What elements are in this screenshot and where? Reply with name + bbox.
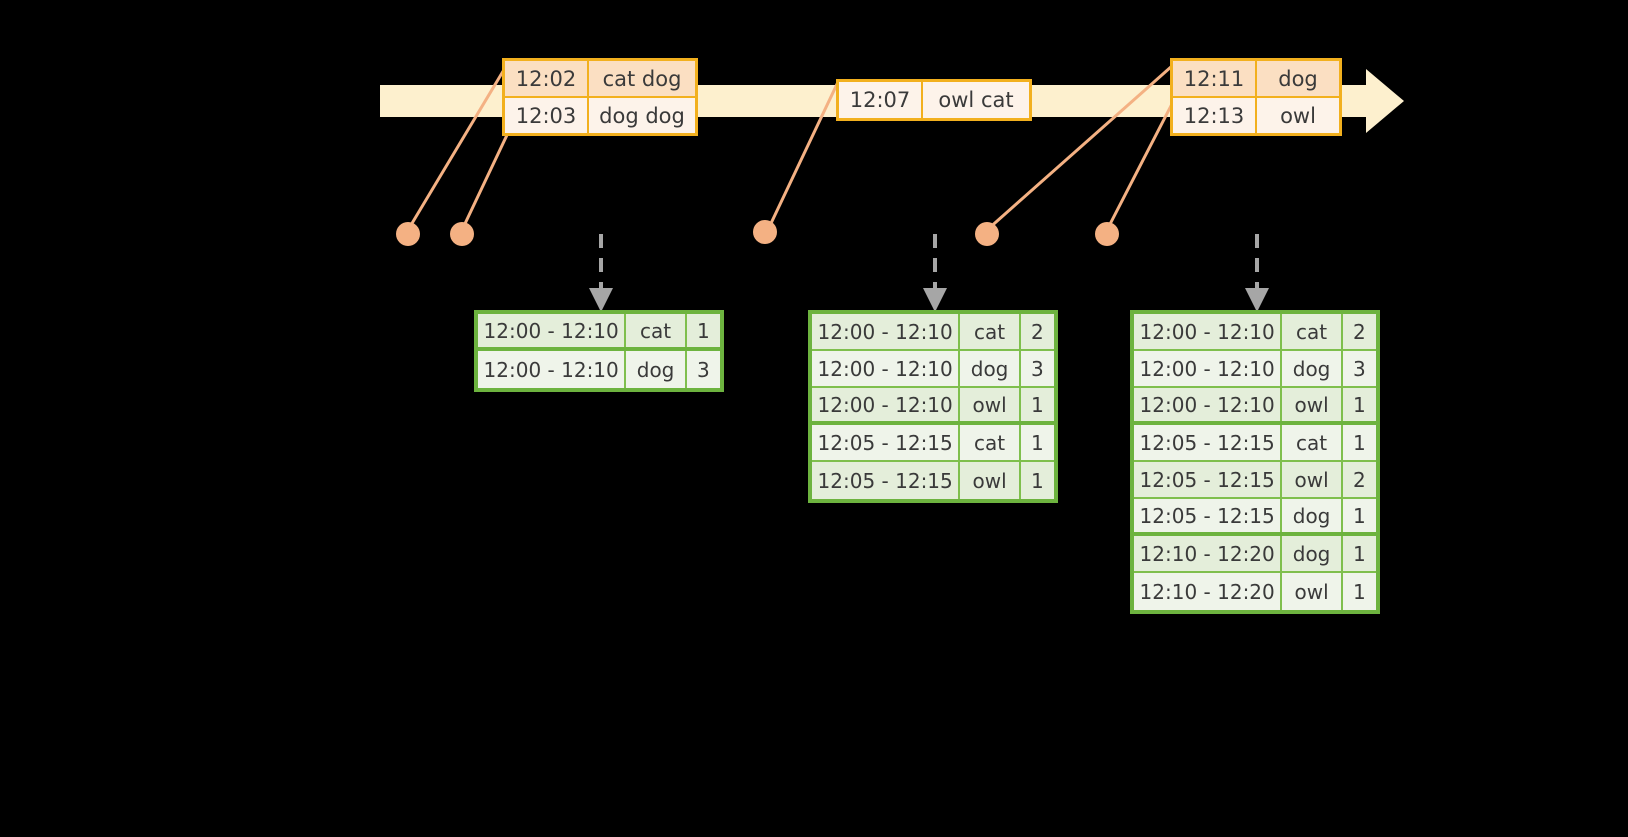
emit-arrow-3	[1245, 234, 1269, 312]
event-words: dog dog	[589, 98, 695, 133]
key-cell: dog	[626, 351, 687, 388]
event-box-3: 12:11 dog 12:13 owl	[1170, 58, 1342, 136]
window-cell: 12:10 - 12:20	[1134, 573, 1283, 610]
table-row: 12:10 - 12:20 owl 1	[1134, 573, 1376, 610]
timeline-arrowhead	[1366, 69, 1404, 133]
count-cell: 1	[1342, 573, 1376, 610]
window-cell: 12:00 - 12:10	[812, 351, 961, 386]
count-cell: 3	[1342, 351, 1376, 386]
window-cell: 12:05 - 12:15	[1134, 499, 1283, 532]
count-cell: 1	[1342, 536, 1376, 571]
table-row: 12:00 - 12:10 cat 2	[1134, 314, 1376, 351]
event-row: 12:13 owl	[1173, 96, 1339, 133]
window-cell: 12:05 - 12:15	[1134, 425, 1283, 460]
event-marker-dot	[1095, 222, 1119, 246]
count-cell: 1	[1342, 388, 1376, 421]
event-row: 12:03 dog dog	[505, 96, 695, 133]
key-cell: dog	[1282, 499, 1343, 532]
count-cell: 3	[1020, 351, 1054, 386]
result-table-3: 12:00 - 12:10 cat 2 12:00 - 12:10 dog 3 …	[1130, 310, 1380, 614]
window-cell: 12:10 - 12:20	[1134, 536, 1283, 571]
window-cell: 12:00 - 12:10	[812, 314, 961, 349]
event-time: 12:07	[839, 82, 923, 118]
count-cell: 2	[1342, 462, 1376, 497]
window-cell: 12:00 - 12:10	[812, 388, 961, 421]
table-row: 12:05 - 12:15 cat 1	[1134, 425, 1376, 462]
count-cell: 2	[1020, 314, 1054, 349]
event-box-2: 12:07 owl cat	[836, 79, 1032, 121]
table-row: 12:05 - 12:15 dog 1	[1134, 499, 1376, 536]
event-box-1: 12:02 cat dog 12:03 dog dog	[502, 58, 698, 136]
key-cell: owl	[960, 462, 1021, 499]
table-row: 12:00 - 12:10 cat 2	[812, 314, 1054, 351]
table-row: 12:05 - 12:15 cat 1	[812, 425, 1054, 462]
count-cell: 1	[1342, 499, 1376, 532]
event-marker-dot	[396, 222, 420, 246]
key-cell: cat	[626, 314, 687, 347]
event-time: 12:13	[1173, 98, 1257, 133]
event-time: 12:02	[505, 61, 589, 96]
key-cell: cat	[960, 314, 1021, 349]
window-cell: 12:05 - 12:15	[812, 425, 961, 460]
key-cell: cat	[960, 425, 1021, 460]
event-row: 12:07 owl cat	[839, 82, 1029, 118]
result-table-2: 12:00 - 12:10 cat 2 12:00 - 12:10 dog 3 …	[808, 310, 1058, 503]
key-cell: owl	[1282, 462, 1343, 497]
table-row: 12:00 - 12:10 dog 3	[1134, 351, 1376, 388]
window-cell: 12:00 - 12:10	[1134, 388, 1283, 421]
key-cell: dog	[1282, 536, 1343, 571]
count-cell: 2	[1342, 314, 1376, 349]
event-words: cat dog	[589, 61, 695, 96]
event-marker-dot	[450, 222, 474, 246]
event-row: 12:02 cat dog	[505, 61, 695, 96]
table-row: 12:00 - 12:10 dog 3	[812, 351, 1054, 388]
emit-arrow-2	[923, 234, 947, 312]
event-words: owl cat	[923, 82, 1029, 118]
window-cell: 12:00 - 12:10	[1134, 314, 1283, 349]
result-table-1: 12:00 - 12:10 cat 1 12:00 - 12:10 dog 3	[474, 310, 724, 392]
event-row: 12:11 dog	[1173, 61, 1339, 96]
table-row: 12:00 - 12:10 owl 1	[812, 388, 1054, 425]
key-cell: owl	[960, 388, 1021, 421]
table-row: 12:00 - 12:10 dog 3	[478, 351, 720, 388]
key-cell: cat	[1282, 314, 1343, 349]
event-words: dog	[1257, 61, 1339, 96]
window-cell: 12:00 - 12:10	[478, 314, 627, 347]
event-marker-dot	[753, 220, 777, 244]
table-row: 12:00 - 12:10 owl 1	[1134, 388, 1376, 425]
event-time: 12:11	[1173, 61, 1257, 96]
key-cell: dog	[960, 351, 1021, 386]
key-cell: owl	[1282, 573, 1343, 610]
count-cell: 1	[1020, 462, 1054, 499]
event-time: 12:03	[505, 98, 589, 133]
key-cell: dog	[1282, 351, 1343, 386]
count-cell: 3	[686, 351, 720, 388]
count-cell: 1	[1020, 388, 1054, 421]
window-cell: 12:05 - 12:15	[1134, 462, 1283, 497]
window-cell: 12:05 - 12:15	[812, 462, 961, 499]
count-cell: 1	[1020, 425, 1054, 460]
window-cell: 12:00 - 12:10	[478, 351, 627, 388]
table-row: 12:05 - 12:15 owl 2	[1134, 462, 1376, 499]
event-words: owl	[1257, 98, 1339, 133]
count-cell: 1	[686, 314, 720, 347]
window-cell: 12:00 - 12:10	[1134, 351, 1283, 386]
emit-arrow-1	[589, 234, 613, 312]
table-row: 12:05 - 12:15 owl 1	[812, 462, 1054, 499]
event-marker-dot	[975, 222, 999, 246]
count-cell: 1	[1342, 425, 1376, 460]
key-cell: owl	[1282, 388, 1343, 421]
key-cell: cat	[1282, 425, 1343, 460]
table-row: 12:10 - 12:20 dog 1	[1134, 536, 1376, 573]
table-row: 12:00 - 12:10 cat 1	[478, 314, 720, 351]
